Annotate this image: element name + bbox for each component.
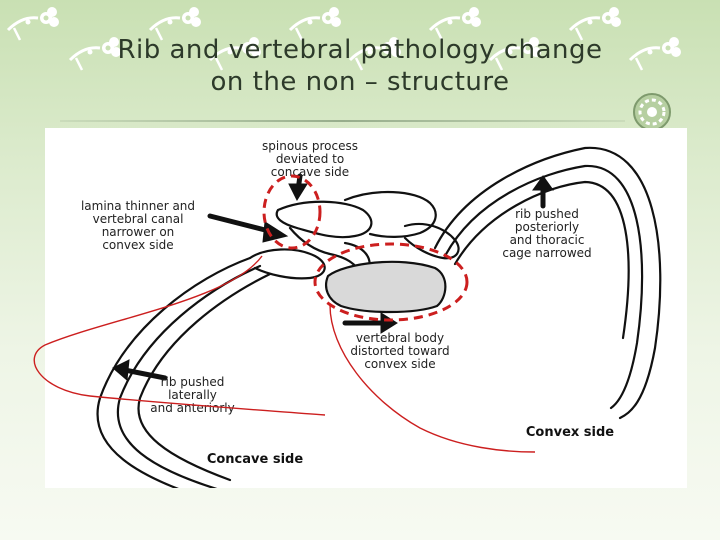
spinous-process — [275, 200, 373, 239]
label-convex-side: Convex side — [525, 425, 615, 440]
title-divider — [60, 120, 625, 122]
convex-rib-outer — [433, 146, 662, 420]
slide-title: Rib and vertebral pathology change on th… — [70, 34, 650, 98]
gear-ornament-icon — [633, 93, 671, 131]
transverse-process-right — [403, 222, 460, 260]
title-line-1: Rib and vertebral pathology change — [117, 35, 603, 65]
convex-rib-inner — [453, 180, 630, 340]
vertebral-arch — [343, 191, 437, 238]
label-rib-pushed-posteriorly: rib pushed posteriorly and thoracic cage… — [502, 207, 592, 260]
label-rib-pushed-laterally: rib pushed laterally and anteriorly — [150, 375, 235, 415]
convex-rib-middle — [443, 164, 644, 410]
transverse-process-left — [248, 248, 326, 280]
scoliosis-diagram: spinous process deviated to concave side… — [45, 128, 687, 488]
label-spinous-process: spinous process deviated to concave side — [262, 139, 358, 179]
vertebral-body — [324, 260, 447, 314]
label-vertebral-body: vertebral body distorted toward convex s… — [350, 331, 450, 371]
title-line-2: on the non – structure — [210, 67, 510, 97]
label-lamina: lamina thinner and vertebral canal narro… — [80, 199, 196, 252]
label-concave-side: Concave side — [206, 452, 304, 467]
